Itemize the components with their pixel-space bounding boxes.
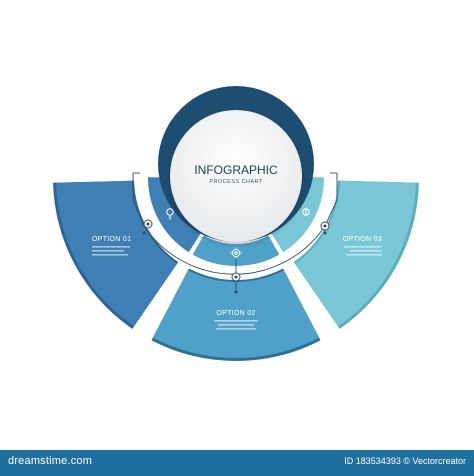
option-1-outer-sector[interactable] bbox=[56, 180, 178, 327]
option-02-block: OPTION 02 bbox=[214, 310, 258, 330]
process-chart-svg: INFOGRAPHIC PROCESS CHART OPTION 01 bbox=[53, 86, 419, 361]
footer-site[interactable]: dreamstime.com bbox=[8, 455, 93, 467]
gear-icon bbox=[230, 247, 242, 259]
option-2-outer-sector[interactable] bbox=[152, 270, 320, 359]
center-circle bbox=[170, 110, 302, 242]
bulb-icon bbox=[166, 208, 174, 220]
chip-icon bbox=[302, 208, 310, 216]
inner-sectors bbox=[148, 177, 324, 267]
option-2-inner-sector[interactable] bbox=[192, 235, 280, 267]
option-03-label: OPTION 03 bbox=[343, 236, 382, 243]
center-subtitle: PROCESS CHART bbox=[209, 179, 262, 185]
option-3-inner-sector[interactable] bbox=[271, 177, 324, 253]
center-hub: INFOGRAPHIC PROCESS CHART bbox=[158, 86, 314, 242]
center-title: INFOGRAPHIC bbox=[194, 163, 278, 177]
option-01-label: OPTION 01 bbox=[92, 236, 131, 243]
option-01-block: OPTION 01 bbox=[92, 236, 131, 256]
footer-image-id: ID 183534393 © Vectorcreator bbox=[344, 456, 466, 466]
connector-dots bbox=[142, 219, 330, 294]
footer-bar: dreamstime.com ID 183534393 © Vectorcrea… bbox=[0, 450, 474, 476]
option-1-inner-sector[interactable] bbox=[148, 177, 201, 253]
option-3-outer-sector[interactable] bbox=[294, 180, 416, 327]
option-02-label: OPTION 02 bbox=[216, 310, 255, 317]
infographic-diagram: INFOGRAPHIC PROCESS CHART OPTION 01 bbox=[53, 86, 419, 361]
option-03-block: OPTION 03 bbox=[343, 236, 382, 256]
